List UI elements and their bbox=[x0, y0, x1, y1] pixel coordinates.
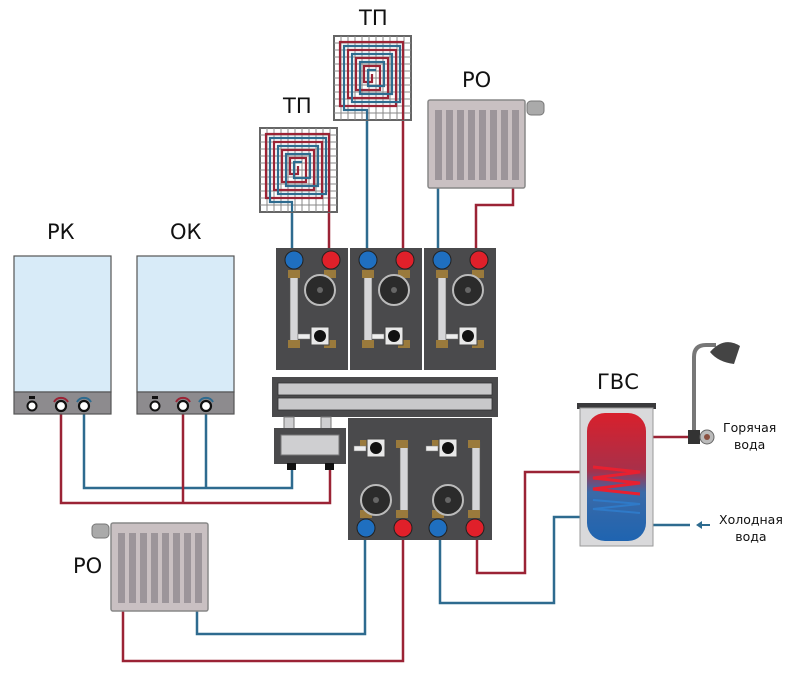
label-dhw-tank: ГВС bbox=[597, 370, 639, 394]
shower-head-icon bbox=[688, 342, 740, 445]
lower-pump-groups bbox=[348, 418, 492, 540]
supply-pipe-boiler-rk bbox=[59, 410, 332, 505]
return-valve-icon bbox=[284, 250, 304, 270]
thermostat-head-icon bbox=[526, 100, 545, 116]
return-pipe-ro-bottom bbox=[195, 535, 367, 636]
label-boiler-rk: РК bbox=[47, 220, 75, 244]
distribution-manifold bbox=[272, 377, 498, 417]
label-radiator-bottom: РО bbox=[73, 554, 103, 578]
supply-pipe-dhw-coil bbox=[475, 470, 580, 575]
pump-group-module bbox=[276, 248, 348, 370]
hydraulic-separator bbox=[274, 416, 346, 470]
pump-group-module bbox=[424, 248, 496, 370]
supply-valve-icon bbox=[469, 250, 489, 270]
floor-heating-1 bbox=[259, 127, 338, 213]
return-pipe-dhw-coil bbox=[438, 515, 580, 605]
pump-group-module bbox=[350, 248, 422, 370]
boiler-rk bbox=[13, 255, 112, 415]
supply-valve-icon bbox=[395, 250, 415, 270]
return-pipe-boiler-rk bbox=[82, 410, 294, 490]
boiler-ok bbox=[136, 255, 235, 415]
radiator-bottom bbox=[91, 522, 209, 612]
return-valve-icon bbox=[358, 250, 378, 270]
radiator-top bbox=[427, 99, 545, 189]
return-valve-icon bbox=[428, 518, 448, 538]
label-hot-water: Горячая вода bbox=[723, 419, 776, 453]
floor-heating-2 bbox=[333, 35, 412, 121]
supply-valve-icon bbox=[321, 250, 341, 270]
supply-valve-icon bbox=[465, 518, 485, 538]
pump-group-module bbox=[420, 418, 492, 540]
supply-pipe-ro-bottom bbox=[121, 535, 405, 663]
label-radiator-top: РО bbox=[462, 68, 492, 92]
label-floor-heating-1: ТП bbox=[283, 94, 312, 118]
cold-water-arrow-icon bbox=[696, 521, 710, 529]
return-valve-icon bbox=[432, 250, 452, 270]
thermostat-head-icon bbox=[91, 523, 110, 539]
label-cold-water: Холодная вода bbox=[719, 511, 783, 545]
dhw-tank bbox=[577, 403, 656, 547]
upper-pump-groups bbox=[276, 248, 496, 370]
label-cold-water-line2: вода bbox=[735, 529, 767, 544]
pump-group-module bbox=[348, 418, 420, 540]
label-cold-water-line1: Холодная bbox=[719, 512, 783, 527]
label-floor-heating-2: ТП bbox=[359, 6, 388, 30]
label-boiler-ok: ОК bbox=[170, 220, 202, 244]
supply-valve-icon bbox=[393, 518, 413, 538]
label-hot-water-line1: Горячая bbox=[723, 420, 777, 435]
label-hot-water-line2: вода bbox=[733, 437, 766, 452]
supply-pipe-ro-top bbox=[474, 188, 515, 258]
return-valve-icon bbox=[356, 518, 376, 538]
